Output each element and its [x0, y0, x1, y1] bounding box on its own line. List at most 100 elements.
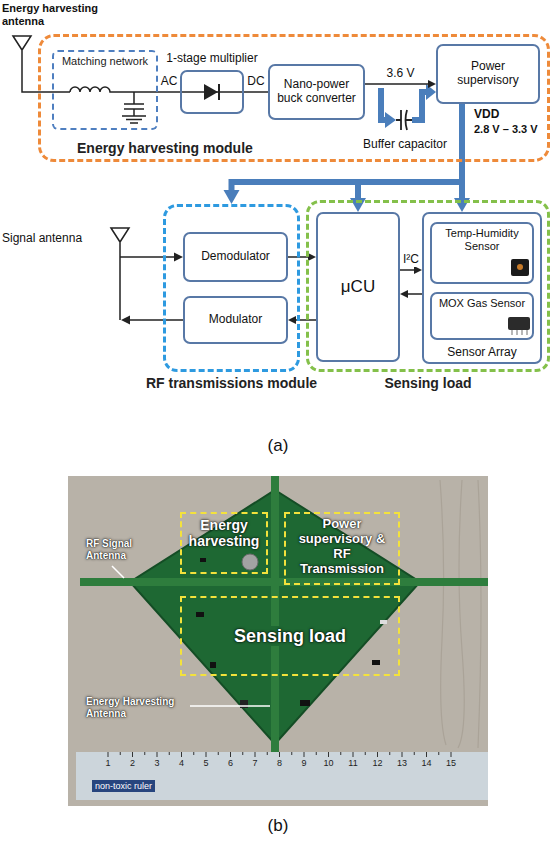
- connector-line: [158, 91, 180, 93]
- edge-label: DC: [246, 75, 265, 89]
- wire-arrowhead: [174, 253, 183, 262]
- board-photo: [76, 752, 488, 800]
- signal-antenna-symbol: [111, 228, 183, 320]
- buffer-capacitor-symbol: [396, 110, 412, 130]
- ruler-tick: [193, 752, 194, 755]
- connector: [454, 104, 470, 212]
- ruler-tick: [169, 752, 170, 755]
- ruler-number: 10: [323, 758, 333, 768]
- photo-region: Sensing load: [180, 596, 400, 676]
- sensor-chip-icon: [511, 259, 529, 276]
- panel-label: (a): [268, 436, 289, 456]
- box-label: MOX Gas Sensor: [436, 297, 528, 310]
- ruler-number: 8: [277, 758, 282, 768]
- antenna-label: Energy harvesting antenna: [2, 2, 114, 27]
- board-photo: [372, 660, 380, 665]
- connector: [350, 104, 462, 212]
- box-label: Power supervisory: [442, 60, 534, 88]
- connector: [244, 92, 268, 93]
- connector-line: [232, 104, 463, 191]
- ruler-tick: [242, 752, 243, 755]
- box-label: Modulator: [209, 313, 262, 327]
- process-box: Temp-Humidity Sensor: [430, 222, 534, 284]
- board-photo: [210, 662, 216, 668]
- ruler-number: 1: [105, 758, 110, 768]
- diode-symbol: [182, 84, 242, 100]
- matching-circuit: [70, 87, 158, 123]
- rail-label: VDD: [474, 108, 499, 122]
- panel-label: (b): [268, 816, 289, 836]
- antenna-label: Signal antenna: [2, 232, 82, 246]
- block-label: Matching network: [58, 55, 152, 68]
- ruler-number: 2: [130, 758, 135, 768]
- photo-label: Energy harvesting: [186, 517, 262, 549]
- photo-region: Energy harvesting: [180, 512, 268, 574]
- ruler-number: 15: [446, 758, 456, 768]
- diode-symbol: [218, 84, 220, 100]
- connector: [400, 290, 422, 298]
- process-box: Modulator: [183, 296, 288, 344]
- process-box: μCU: [316, 212, 400, 362]
- process-box: Sensor Array Temp-Humidity SensorMOX Gas …: [422, 212, 542, 364]
- process-box: Nano-power buck converter: [268, 64, 365, 120]
- connector-line: [365, 83, 429, 85]
- matching-circuit: [70, 87, 158, 92]
- ruler-number: 6: [228, 758, 233, 768]
- board-photo: [190, 705, 270, 707]
- ruler-tick: [365, 752, 366, 755]
- ruler-tick: [144, 752, 145, 755]
- connector-line: [400, 269, 415, 271]
- board-photo: [68, 476, 488, 806]
- photo-region: Power supervisory & RF Transmission: [284, 512, 400, 585]
- sensor-chip-icon: [511, 259, 529, 276]
- ruler-number: 12: [372, 758, 382, 768]
- ruler-tick: [316, 752, 317, 755]
- ruler-number: 7: [252, 758, 257, 768]
- connector: [158, 92, 180, 93]
- ruler-tick: [108, 752, 109, 757]
- box-label: Sensor Array: [447, 346, 516, 360]
- gas-sensor-icon: [512, 330, 527, 335]
- board-photo: [242, 554, 258, 570]
- connector: [400, 266, 422, 274]
- ruler-logo: non-toxic ruler: [92, 780, 155, 792]
- module-region: Sensing loadμCUSensor ArrayTemp-Humidity…: [306, 200, 550, 372]
- edge-label: 3.6 V: [385, 67, 415, 81]
- charge-flow-arrow: [385, 112, 396, 128]
- signal-antenna-symbol: [120, 256, 176, 258]
- board-photo: [440, 480, 481, 748]
- energy-antenna-symbol: [13, 36, 70, 92]
- board-photo: [300, 700, 310, 706]
- ruler-tick: [120, 752, 121, 755]
- connector: [365, 80, 436, 88]
- connector: [288, 316, 316, 324]
- voltage-range: 2.8 V – 3.3 V: [474, 123, 538, 136]
- matching-circuit: [122, 92, 146, 123]
- box-label: Temp-Humidity Sensor: [436, 227, 528, 252]
- module-region: RF transmissions moduleDemodulatorModula…: [163, 204, 300, 372]
- ruler-tick: [230, 752, 231, 757]
- ruler-tick: [218, 752, 219, 755]
- signal-antenna-symbol: [111, 228, 129, 320]
- ruler-tick: [353, 752, 354, 757]
- ruler-number: 3: [154, 758, 159, 768]
- connector: [288, 253, 316, 261]
- ruler-tick: [389, 752, 390, 755]
- ruler-tick: [132, 752, 133, 757]
- charge-flow-arrow: [381, 84, 436, 128]
- board-photo: [112, 566, 124, 578]
- process-box: 1-stage multiplier: [180, 70, 244, 114]
- process-box: MOX Gas Sensor: [430, 292, 534, 340]
- ruler-tick: [414, 752, 415, 755]
- arrowhead: [414, 266, 422, 274]
- ruler-tick: [340, 752, 341, 755]
- box-label: Demodulator: [201, 250, 270, 264]
- ruler-tick: [267, 752, 268, 755]
- board-photo: [380, 620, 387, 624]
- ruler-tick: [279, 752, 280, 757]
- ruler-number: 9: [301, 758, 306, 768]
- photo-label: Power supervisory & RF Transmission: [290, 517, 394, 577]
- ruler-ticks: [108, 752, 451, 757]
